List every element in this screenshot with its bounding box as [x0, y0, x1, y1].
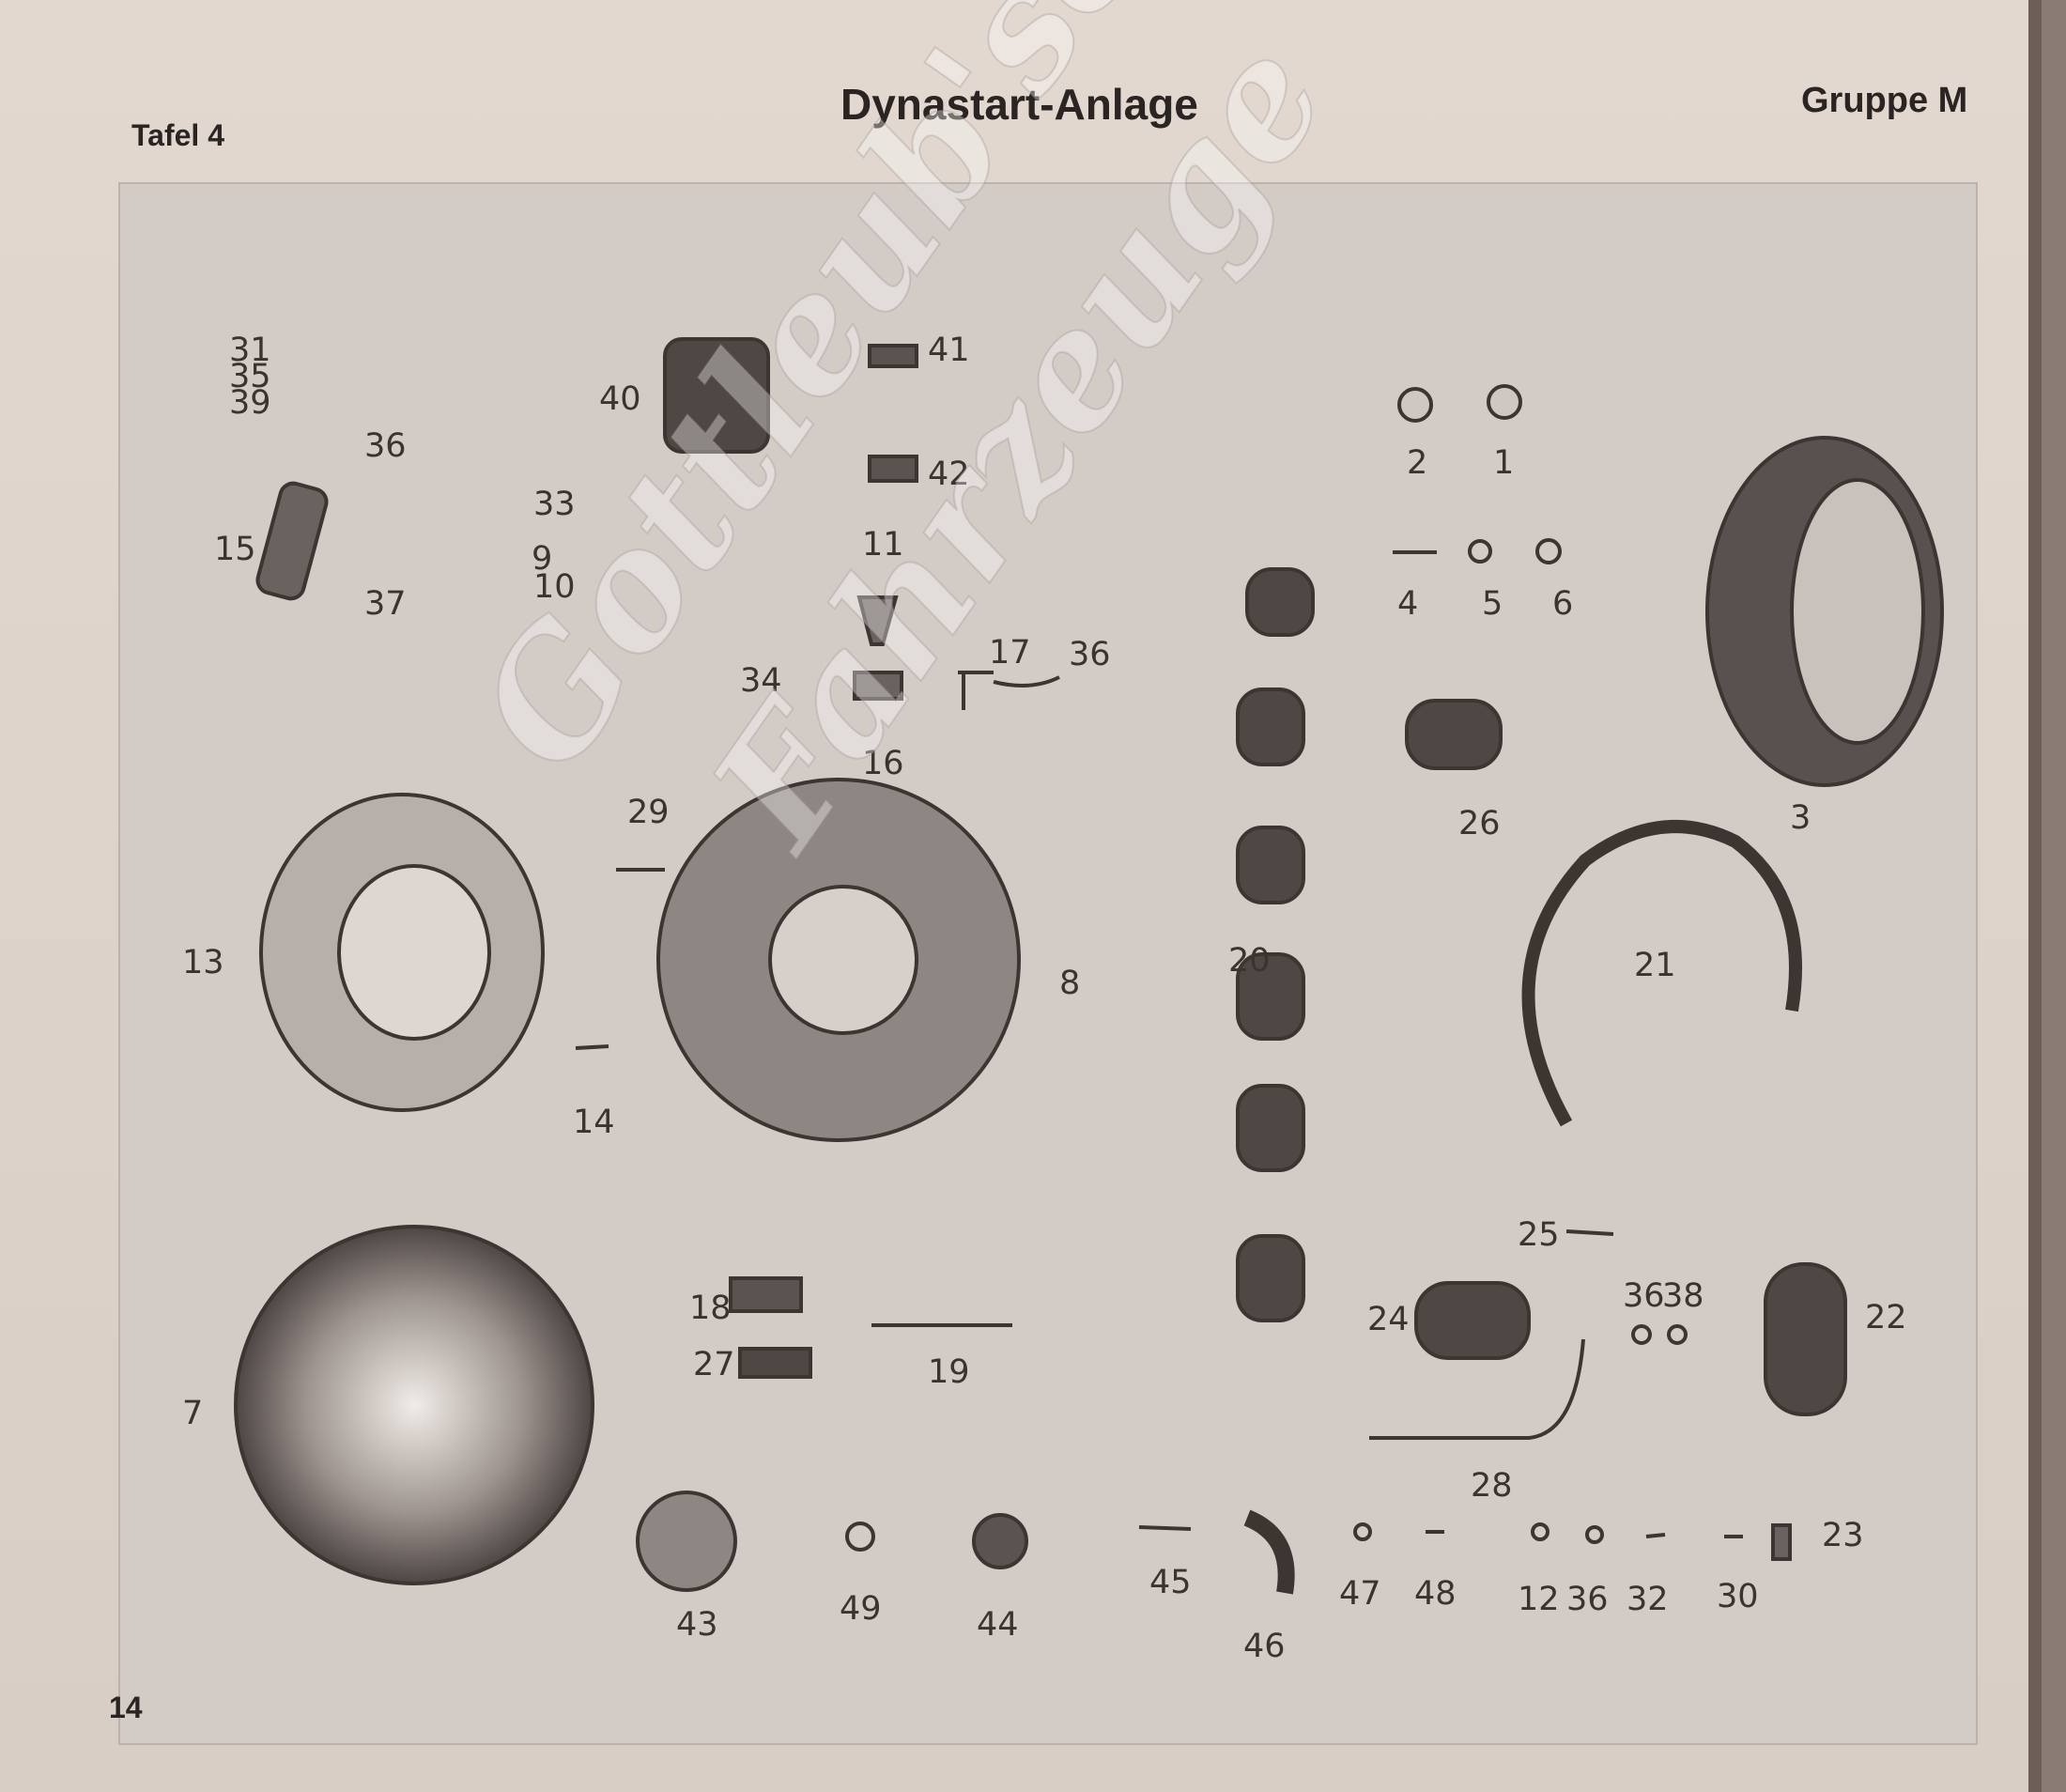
page-title: Dynastart-Anlage [840, 80, 1198, 129]
callout-8: 8 [1059, 965, 1080, 1002]
page-number: 14 [109, 1691, 143, 1724]
part-47-washer [1353, 1522, 1372, 1541]
plate-label: Tafel 4 [131, 118, 224, 152]
part-43-bearing-cap [636, 1491, 737, 1592]
callout-42: 42 [928, 456, 970, 493]
callout-7: 7 [182, 1395, 203, 1432]
part-26-field-coil [1405, 699, 1503, 770]
callout-40: 40 [599, 380, 641, 418]
callout-36: 36 [1069, 636, 1111, 673]
callout-4: 4 [1397, 585, 1418, 623]
callout-27: 27 [693, 1346, 735, 1383]
part-15-terminal-block [255, 481, 329, 601]
callout-39: 39 [229, 384, 271, 422]
callout-13: 13 [182, 944, 224, 981]
part-28-cable [1369, 1338, 1585, 1440]
part-6-nut [1535, 538, 1562, 564]
part-18-brush-set [729, 1276, 803, 1313]
callout-19: 19 [928, 1353, 970, 1391]
callout-16: 16 [862, 745, 904, 782]
callout-47: 47 [1339, 1575, 1381, 1613]
part-40-regulator [663, 337, 770, 454]
callout-33: 33 [533, 486, 576, 523]
part-41-bracket [868, 344, 918, 368]
group-label: Gruppe M [1801, 81, 1968, 120]
part-22-coil [1764, 1262, 1847, 1416]
callout-20: 20 [1228, 942, 1271, 980]
callout-6: 6 [1552, 585, 1573, 623]
callout-41: 41 [928, 332, 970, 369]
part-36-washer [1631, 1324, 1652, 1345]
callout-36: 36 [1566, 1581, 1609, 1618]
part-2-nut [1397, 387, 1433, 423]
part-7-armature [234, 1225, 594, 1585]
callout-38: 38 [1662, 1277, 1704, 1315]
callout-2: 2 [1407, 444, 1427, 482]
callout-5: 5 [1482, 585, 1503, 623]
part-49-circlip [845, 1522, 875, 1552]
callout-37: 37 [364, 585, 407, 623]
callout-30: 30 [1717, 1578, 1759, 1615]
callout-12: 12 [1518, 1581, 1560, 1618]
callout-10: 10 [533, 568, 576, 606]
part-24-field-coil [1414, 1281, 1531, 1360]
part-16-brush-holder [853, 671, 903, 701]
callout-44: 44 [977, 1606, 1019, 1644]
callout-43: 43 [676, 1606, 718, 1644]
callout-26: 26 [1458, 805, 1501, 842]
part-42-bracket [868, 455, 918, 483]
callout-14: 14 [573, 1104, 615, 1141]
callout-15: 15 [214, 531, 256, 568]
callout-9: 9 [532, 540, 552, 578]
callout-49: 49 [840, 1590, 882, 1628]
callout-32: 32 [1627, 1581, 1669, 1618]
callout-11: 11 [862, 526, 904, 564]
callout-17: 17 [989, 634, 1031, 672]
part-21-coil-ring [1521, 820, 1802, 1127]
callout-1: 1 [1493, 444, 1514, 482]
callout-34: 34 [740, 662, 782, 700]
part-20-coil-chain [1236, 567, 1315, 1322]
callout-29: 29 [627, 794, 670, 831]
callout-46: 46 [1243, 1628, 1286, 1665]
callout-31: 31 [229, 332, 271, 369]
part-11-brush-plate [856, 595, 899, 646]
part-38-washer [1667, 1324, 1688, 1345]
callout-36: 36 [1623, 1277, 1665, 1315]
part-25-screw [1565, 1229, 1614, 1236]
parts-diagram: 3135393633159371040414211341617362145626… [182, 332, 1944, 1665]
part-27-brush-block [738, 1347, 812, 1379]
part-44-ball [972, 1513, 1028, 1569]
callout-22: 22 [1865, 1299, 1907, 1336]
part-12-clip [1531, 1522, 1550, 1541]
part-17-brush-lead [958, 671, 1060, 710]
part-46-segment [1243, 1509, 1295, 1595]
part-23-screw [1771, 1523, 1792, 1561]
callout-25: 25 [1518, 1216, 1560, 1254]
callout-23: 23 [1822, 1517, 1864, 1554]
callout-21: 21 [1634, 947, 1676, 984]
callout-36: 36 [364, 427, 407, 465]
part-45-pin [1138, 1525, 1192, 1531]
callout-24: 24 [1367, 1301, 1410, 1338]
part-14-pin [575, 1044, 609, 1050]
callout-45: 45 [1149, 1564, 1192, 1601]
part-1-washer [1487, 384, 1522, 420]
callout-28: 28 [1471, 1467, 1513, 1505]
callout-48: 48 [1414, 1575, 1457, 1613]
callout-3: 3 [1790, 799, 1811, 837]
part-32-screw [1645, 1533, 1666, 1538]
callout-18: 18 [689, 1290, 732, 1327]
callout-35: 35 [229, 358, 271, 395]
part-5-washer [1468, 539, 1492, 564]
